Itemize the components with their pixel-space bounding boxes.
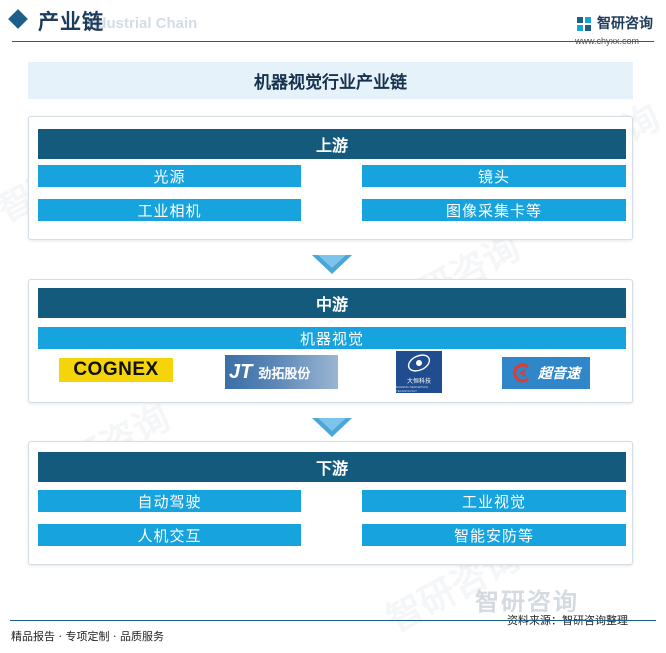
header-divider [12, 41, 654, 42]
upstream-title: 上游 [38, 129, 626, 159]
downstream-section: 下游 自动驾驶 工业视觉 人机交互 智能安防等 [28, 441, 633, 565]
cognex-logo: COGNEX [59, 358, 173, 382]
daheng-logo-en: DAHENG NEW EPOCH TECHNOLOGY [396, 384, 429, 393]
diagram-title: 机器视觉行业产业链 [28, 62, 633, 99]
header-subtitle: Industrial Chain [84, 15, 198, 32]
chaoyinsu-emblem-icon [513, 363, 529, 383]
chaoyinsu-logo-name: 超音速 [538, 366, 580, 382]
jt-logo-name: 劲拓股份 [258, 366, 311, 382]
header-diamond-icon [8, 9, 28, 29]
jt-logo-mark: JT [229, 360, 253, 383]
flow-arrow-icon [312, 255, 352, 274]
chaoyinsu-logo: 超音速 [502, 357, 590, 389]
daheng-logo: 大恒科技 DAHENG NEW EPOCH TECHNOLOGY [396, 351, 442, 393]
daheng-logo-name: 大恒科技 [406, 377, 431, 385]
downstream-item: 人机交互 [38, 524, 301, 546]
brand-logo-icon [577, 17, 591, 31]
upstream-item: 镜头 [362, 165, 626, 187]
downstream-title: 下游 [38, 452, 626, 482]
midstream-title: 中游 [38, 288, 626, 318]
daheng-emblem-icon [407, 353, 431, 372]
midstream-section: 中游 机器视觉 COGNEX JT 劲拓股份 大恒科技 DAHENG NEW E… [28, 279, 633, 403]
brand-name: 智研咨询 [597, 16, 653, 32]
footer-brand-watermark: 智研咨询 [475, 588, 579, 616]
upstream-item: 工业相机 [38, 199, 301, 221]
upstream-item: 图像采集卡等 [362, 199, 626, 221]
footer-divider [10, 620, 656, 621]
page-title: 产业链 [38, 10, 104, 34]
upstream-section: 上游 光源 镜头 工业相机 图像采集卡等 [28, 116, 633, 240]
downstream-item: 智能安防等 [362, 524, 626, 546]
footer-slogan: 精品报告 · 专项定制 · 品质服务 [11, 630, 164, 643]
downstream-item: 自动驾驶 [38, 490, 301, 512]
upstream-item: 光源 [38, 165, 301, 187]
midstream-item: 机器视觉 [38, 327, 626, 349]
jt-logo: JT 劲拓股份 [225, 355, 338, 389]
flow-arrow-icon [312, 418, 352, 437]
downstream-item: 工业视觉 [362, 490, 626, 512]
